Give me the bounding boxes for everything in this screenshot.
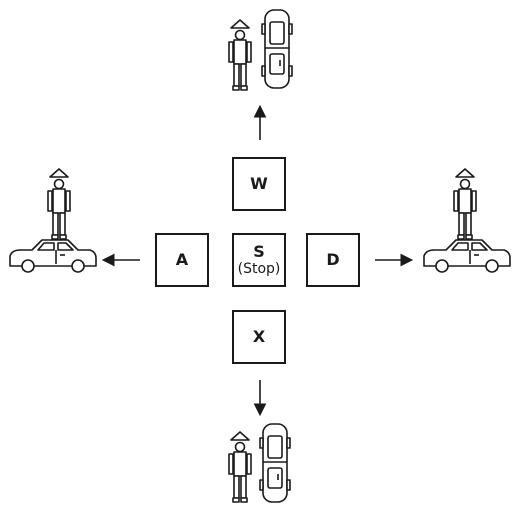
key-a[interactable]: A <box>155 233 209 287</box>
key-x[interactable]: X <box>232 310 286 364</box>
person-figure-right <box>453 168 477 240</box>
key-s-sublabel: (Stop) <box>237 261 281 277</box>
key-w-label: W <box>250 174 268 193</box>
key-x-label: X <box>252 327 266 346</box>
key-d[interactable]: D <box>306 233 360 287</box>
top-figure <box>228 9 293 91</box>
car-figure-left <box>9 239 97 273</box>
key-a-label: A <box>175 250 189 269</box>
key-w[interactable]: W <box>232 157 286 211</box>
person-figure-top <box>228 19 252 91</box>
car-figure-top <box>261 9 293 89</box>
bottom-figure <box>228 423 291 503</box>
key-s[interactable]: S (Stop) <box>232 233 286 287</box>
key-s-label: S <box>253 242 265 261</box>
person-figure-bottom <box>228 431 252 503</box>
car-figure-bottom <box>259 423 291 503</box>
left-figure <box>9 168 97 273</box>
right-figure <box>423 168 511 273</box>
person-figure-left <box>47 168 71 240</box>
car-figure-right <box>423 239 511 273</box>
key-d-label: D <box>326 250 340 269</box>
